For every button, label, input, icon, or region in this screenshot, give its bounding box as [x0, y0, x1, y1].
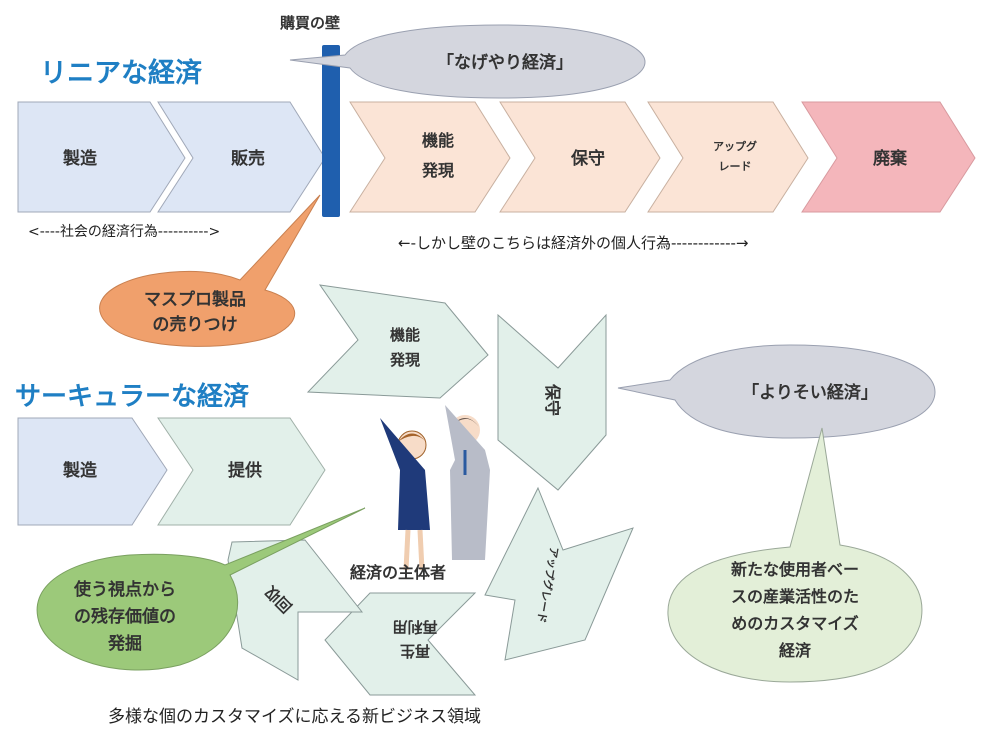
linear-step-maintenance [499, 101, 661, 213]
cycle-step-function-label-1: 機能 [390, 326, 420, 344]
footer-caption: 多様な個のカスタマイズに応える新ビジネス領域 [108, 707, 481, 727]
residual-value-bubble-line1: 使う視点から [73, 579, 176, 600]
residual-value-bubble-line3: 発掘 [107, 633, 142, 654]
circular-step-provide [157, 417, 326, 526]
customize-bubble [667, 427, 923, 683]
cycle-step-reuse [324, 592, 477, 696]
linear-step-sales-label: 販売 [231, 148, 265, 169]
yorisoi-bubble-text: 「よりそい経済」 [742, 382, 878, 403]
linear-step-function-label-2: 発現 [421, 161, 454, 180]
circular-step-provide-label: 提供 [228, 460, 262, 481]
linear-step-manufacture [17, 101, 186, 213]
linear-step-function [349, 101, 511, 213]
linear-step-sales [157, 101, 326, 213]
residual-value-bubble [36, 507, 366, 671]
linear-step-upgrade [647, 101, 809, 213]
maspro-bubble-line1: マスプロ製品 [144, 289, 246, 310]
economic-actors-illustration [380, 405, 490, 571]
cycle-step-reuse-label-group: 再生 再利用 [392, 618, 437, 660]
cycle-step-function-label-2: 発現 [389, 351, 420, 369]
nageyari-bubble [289, 24, 646, 99]
nageyari-bubble-text: 「なげやり経済」 [437, 52, 573, 73]
cycle-step-reuse-label-2: 再利用 [392, 618, 437, 636]
left-note: <----社会の経済行為----------> [28, 224, 220, 240]
cycle-step-reuse-label-1: 再生 [400, 642, 430, 660]
circular-step-manufacture [17, 417, 168, 526]
cycle-step-maintenance-label: 保守 [543, 383, 562, 416]
maspro-bubble-line2: の売りつけ [152, 314, 237, 335]
maspro-bubble [99, 194, 321, 347]
cycle-step-function [306, 284, 489, 399]
customize-bubble-line2: スの産業活性のた [731, 587, 859, 606]
wall-label: 購買の壁 [279, 14, 340, 32]
cycle-step-maintenance-label-group: 保守 [543, 383, 562, 416]
linear-step-maintenance-label: 保守 [570, 148, 605, 169]
purchase-wall [322, 45, 340, 217]
linear-step-disposal [801, 101, 976, 213]
center-label: 経済の主体者 [350, 563, 446, 582]
yorisoi-bubble [617, 344, 936, 439]
customize-bubble-line3: めのカスタマイズ [731, 614, 859, 633]
customize-bubble-line4: 経済 [779, 641, 812, 660]
cycle-step-maintenance [497, 313, 607, 491]
linear-step-upgrade-label-1: アップグ [713, 139, 757, 153]
circular-title: サーキュラーな経済 [15, 381, 250, 412]
linear-step-manufacture-label: 製造 [62, 148, 98, 169]
customize-bubble-line1: 新たな使用者ベー [731, 560, 859, 579]
linear-step-upgrade-label-2: レード [719, 160, 752, 173]
circular-step-manufacture-label: 製造 [62, 460, 98, 481]
linear-title: リニアな経済 [40, 57, 203, 89]
linear-step-function-label-1: 機能 [422, 131, 454, 150]
residual-value-bubble-line2: の残存価値の [74, 606, 176, 627]
cycle-step-upgrade [484, 486, 634, 661]
linear-step-disposal-label: 廃棄 [873, 148, 908, 169]
right-note: ←-しかし壁のこちらは経済外の個人行為------------→ [398, 234, 749, 252]
